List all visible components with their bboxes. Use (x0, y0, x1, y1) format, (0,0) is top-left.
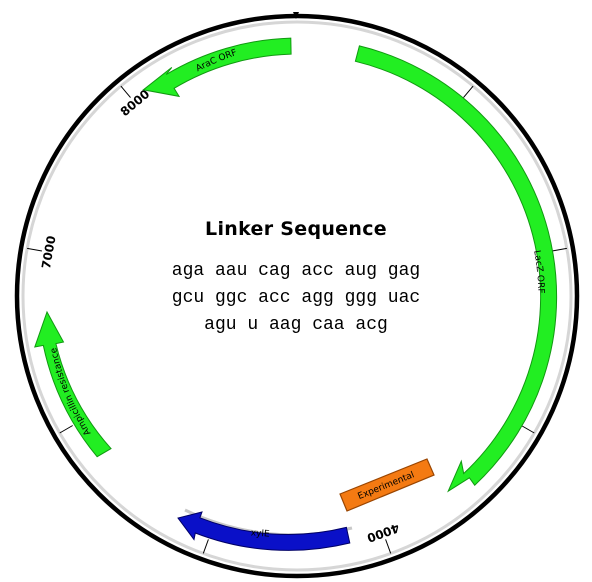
sequence-block: aga aau cag acc aug gag gcu ggc acc agg … (130, 258, 462, 339)
linker-sequence-panel: Linker Sequence aga aau cag acc aug gag … (130, 212, 462, 358)
tick-mark (120, 85, 131, 98)
ampr-arrow (34, 310, 112, 458)
lacz-arrow (354, 45, 558, 493)
xyle-arrow (177, 511, 351, 551)
tick-mark (202, 539, 209, 554)
tick-mark (463, 85, 474, 98)
experimental-block (339, 458, 435, 512)
tick-mark (521, 425, 535, 434)
tick-mark (551, 247, 567, 252)
xyle-label: xylE (250, 528, 270, 539)
sequence-line: agu u aag caa acg (204, 315, 388, 335)
arac-arrow (142, 37, 292, 98)
panel-title: Linker Sequence (205, 218, 387, 240)
sequence-line: aga aau cag acc aug gag (171, 261, 421, 281)
tick-mark (385, 539, 392, 554)
tick-mark (59, 425, 73, 434)
tick-label: 7000 (39, 235, 59, 270)
sequence-line: gcu ggc acc agg ggg uac (171, 288, 421, 308)
backbone-inner-ring (21, 20, 573, 572)
tick-mark (27, 247, 43, 252)
origin-marker-icon (293, 12, 299, 19)
feature-xyle: xylE (177, 508, 353, 551)
